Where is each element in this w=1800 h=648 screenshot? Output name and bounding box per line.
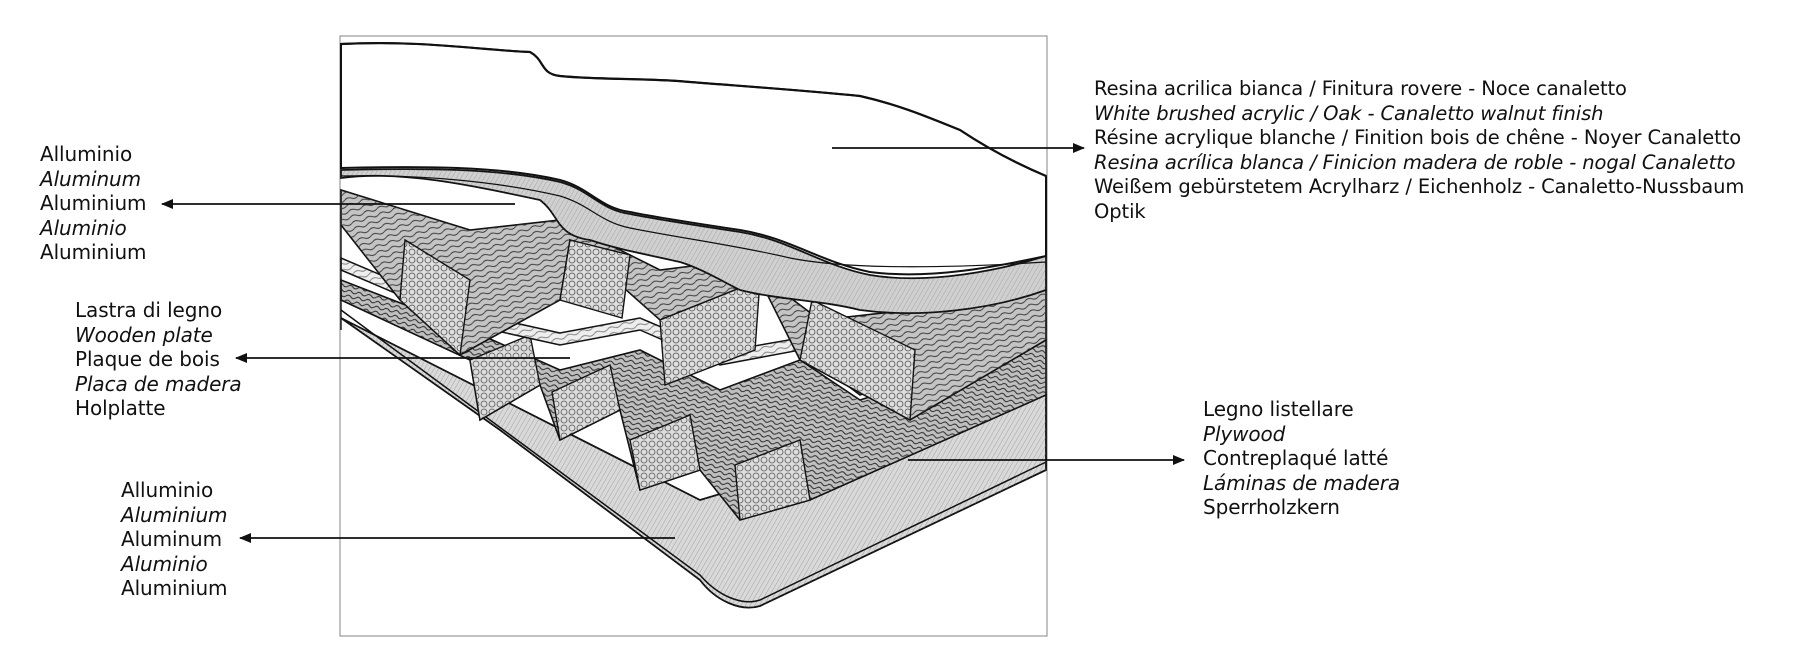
label-line: Legno listellare [1203, 397, 1354, 421]
label-line: Plywood [1203, 421, 1286, 446]
label-line: Aluminio [121, 551, 208, 576]
label-wood-plate: Lastra di legno Wooden plate Plaque de b… [75, 298, 242, 421]
label-line: Aluminium [121, 502, 228, 527]
label-top-aluminum: Alluminio Aluminum Aluminium Aluminio Al… [40, 142, 147, 265]
label-line: Weißem gebürstetem Acrylharz / Eichenhol… [1094, 175, 1745, 198]
label-line: Holplatte [75, 396, 166, 420]
label-line: Lastra di legno [75, 298, 223, 322]
label-line: Optik [1094, 199, 1146, 223]
label-line: Resina acrílica blanca / Finicion madera… [1094, 150, 1736, 174]
label-line: Aluminum [40, 166, 141, 191]
label-line: Láminas de madera [1203, 470, 1401, 495]
label-bottom-aluminum: Alluminio Aluminium Aluminum Aluminio Al… [121, 478, 228, 601]
label-resin-finish: Resina acrilica bianca / Finitura rovere… [1094, 77, 1744, 224]
label-line: Placa de madera [75, 371, 242, 396]
label-line: Contreplaqué latté [1203, 446, 1389, 470]
label-line: Aluminium [40, 191, 147, 215]
label-line: Wooden plate [75, 322, 213, 347]
label-line: Resina acrilica bianca / Finitura rovere… [1094, 77, 1627, 100]
label-line: Plaque de bois [75, 347, 220, 371]
label-line: Aluminium [121, 576, 228, 600]
label-line: Aluminio [40, 215, 127, 240]
label-line: Aluminum [121, 527, 222, 551]
label-line: Alluminio [40, 142, 133, 166]
label-line: White brushed acrylic / Oak - Canaletto … [1094, 101, 1604, 125]
label-line: Sperrholzkern [1203, 495, 1340, 519]
illustration-frame [339, 35, 1048, 637]
label-line: Alluminio [121, 478, 214, 502]
label-line: Résine acrylique blanche / Finition bois… [1094, 126, 1742, 149]
label-line: Aluminium [40, 240, 147, 264]
label-plywood: Legno listellare Plywood Contreplaqué la… [1203, 397, 1400, 520]
